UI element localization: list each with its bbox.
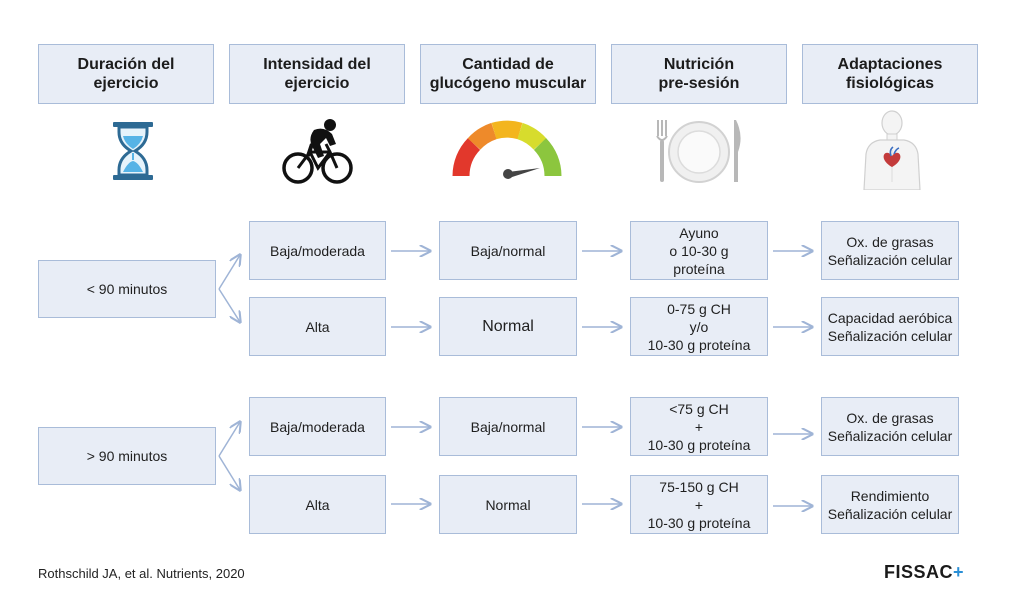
duration-box-short: < 90 minutos [38, 260, 216, 318]
nutrition-box: 75-150 g CH + 10-30 g proteína [630, 475, 768, 534]
branch-arrow [218, 288, 240, 322]
header-glycogen: Cantidad de glucógeno muscular [420, 44, 596, 104]
branch-arrow [218, 455, 240, 490]
header-duration: Duración del ejercicio [38, 44, 214, 104]
nutrition-box: <75 g CH + 10-30 g proteína [630, 397, 768, 456]
branch-arrow [218, 422, 240, 457]
header-nutrition: Nutrición pre-sesión [611, 44, 787, 104]
brand-name: FISSAC [884, 562, 954, 582]
human-torso-heart-icon [863, 110, 921, 190]
glycogen-box: Baja/normal [439, 397, 577, 456]
nutrition-box: 0-75 g CH y/o 10-30 g proteína [630, 297, 768, 356]
intensity-box: Alta [249, 297, 386, 356]
glycogen-box: Baja/normal [439, 221, 577, 280]
citation: Rothschild JA, et al. Nutrients, 2020 [38, 566, 245, 581]
plate-cutlery-icon [656, 120, 741, 183]
intensity-box: Baja/moderada [249, 221, 386, 280]
intensity-box: Alta [249, 475, 386, 534]
branch-arrow [218, 255, 240, 290]
hourglass-icon [113, 122, 153, 180]
brand-logo: FISSAC+ [884, 562, 964, 583]
duration-box-long: > 90 minutos [38, 427, 216, 485]
nutrition-box: Ayuno o 10-30 g proteína [630, 221, 768, 280]
brand-plus: + [953, 562, 965, 582]
adaptation-box: Capacidad aeróbica Señalización celular [821, 297, 959, 356]
header-adaptations: Adaptaciones fisiológicas [802, 44, 978, 104]
adaptation-box: Ox. de grasas Señalización celular [821, 221, 959, 280]
glycogen-box: Normal [439, 475, 577, 534]
intensity-box: Baja/moderada [249, 397, 386, 456]
header-intensity: Intensidad del ejercicio [229, 44, 405, 104]
cyclist-icon [282, 119, 353, 184]
gauge-icon [452, 120, 562, 179]
glycogen-box: Normal [439, 297, 577, 356]
adaptation-box: Ox. de grasas Señalización celular [821, 397, 959, 456]
adaptation-box: Rendimiento Señalización celular [821, 475, 959, 534]
